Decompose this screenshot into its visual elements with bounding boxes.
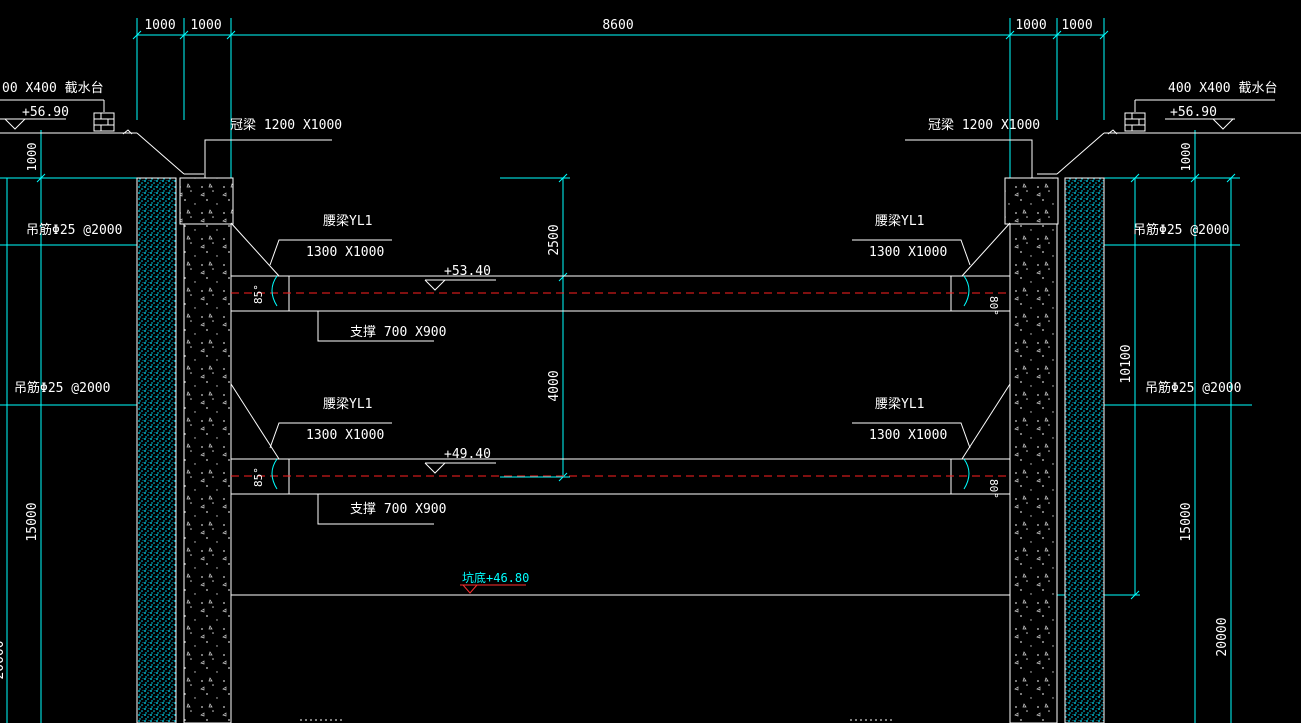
strut-2 [230, 383, 1011, 495]
vertical-dimensions [6, 130, 1236, 723]
waist-beam-2-leaders [269, 422, 971, 525]
strut-1-level: +53.40 [444, 264, 491, 279]
crown-beam-label-left: 冠梁 1200 X1000 [230, 118, 342, 133]
strut-2-level: +49.40 [444, 447, 491, 462]
crown-beam-label-right: 冠梁 1200 X1000 [928, 118, 1040, 133]
dim-20000-left-cut: 20000 [0, 640, 7, 679]
waist-beam-right-1-size: 1300 X1000 [869, 245, 947, 260]
drain-platform-right [1124, 99, 1275, 132]
dim-15000-right: 15000 [1179, 502, 1194, 541]
drain-label-right: 400 X400 截水台 [1168, 81, 1277, 96]
waist-beam-right-2: 腰梁YL1 [875, 397, 924, 412]
drain-platform-left [0, 99, 115, 132]
pit-bottom-marker [460, 584, 526, 594]
top-dimension-chain [132, 18, 1109, 178]
hanging-bar-right-1: 吊筋Φ25 @2000 [1133, 222, 1229, 238]
crown-beam-leaders [204, 139, 1033, 178]
crown-beam-right [1004, 177, 1059, 225]
crown-beam-left [179, 177, 234, 225]
ground-level-left: +56.90 [22, 105, 69, 120]
strut-2-level-marker [424, 462, 496, 474]
hanging-bar-left-1: 吊筋Φ25 @2000 [26, 222, 122, 238]
dim-cap-right: 1000 [1179, 143, 1193, 172]
strut-2-haunch [271, 458, 970, 490]
waist-beam-left-1-size: 1300 X1000 [306, 245, 384, 260]
level-marker-left [0, 118, 66, 130]
dim-15000-left: 15000 [25, 502, 40, 541]
strut-1-label: 支撑 700 X900 [350, 325, 446, 340]
wall-left [183, 223, 232, 723]
waist-beam-left-2-size: 1300 X1000 [306, 428, 384, 443]
waist-beam-left-1: 腰梁YL1 [323, 214, 372, 229]
dim-10100: 10100 [1119, 344, 1134, 383]
angle-right-1: 80° [987, 296, 1000, 316]
level-marker-right [1165, 118, 1235, 130]
hanging-bar-right-2: 吊筋Φ25 @2000 [1145, 380, 1241, 396]
waist-beam-1-leaders [269, 239, 971, 342]
pile-right [1064, 177, 1105, 723]
angle-left-1: 85° [252, 284, 265, 304]
dim-cap-left: 1000 [25, 143, 39, 172]
strut-1-level-marker [424, 279, 496, 291]
dim-20000-right: 20000 [1215, 617, 1230, 656]
angle-right-2: 80° [987, 479, 1000, 499]
strut-2-label: 支撑 700 X900 [350, 502, 446, 517]
dim-top-left-1: 1000 [144, 18, 175, 33]
ground-level-right: +56.90 [1170, 105, 1217, 120]
pit-bottom-level: 坑底+46.80 [462, 570, 529, 585]
dim-4000: 4000 [547, 370, 562, 401]
dim-top-right-1: 1000 [1015, 18, 1046, 33]
pile-left [136, 177, 177, 723]
waist-beam-right-1: 腰梁YL1 [875, 214, 924, 229]
dim-top-right-2: 1000 [1061, 18, 1092, 33]
waist-beam-right-2-size: 1300 X1000 [869, 428, 947, 443]
angle-left-2: 85° [252, 467, 265, 487]
ground-surface [0, 129, 1301, 175]
strut-1 [230, 222, 1011, 312]
dim-2500: 2500 [547, 224, 562, 255]
drain-label-left: 00 X400 截水台 [2, 81, 104, 96]
dim-top-left-2: 1000 [190, 18, 221, 33]
hanging-bar-left-2: 吊筋Φ25 @2000 [14, 380, 110, 396]
strut-1-haunch [271, 275, 970, 307]
dim-top-main: 8600 [602, 18, 633, 33]
waist-beam-left-2: 腰梁YL1 [323, 397, 372, 412]
wall-right [1009, 223, 1058, 723]
